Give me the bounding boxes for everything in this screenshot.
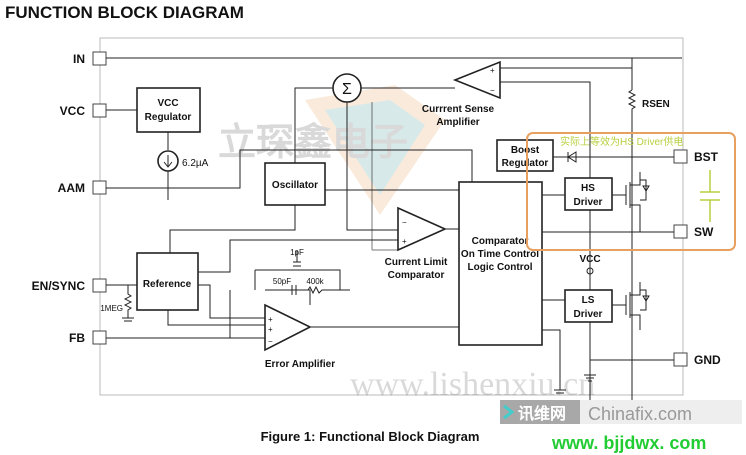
watermark-cn: 立琛鑫电子	[218, 122, 408, 164]
svg-text:Σ: Σ	[342, 81, 352, 98]
site-watermark: 讯维网 Chinafix.com www. bjjdwx. com	[500, 400, 742, 453]
svg-text:Currrent Sense: Currrent Sense	[422, 104, 495, 115]
svg-text:实际上等效为HS Driver供电: 实际上等效为HS Driver供电	[560, 135, 683, 148]
current-limit-comparator: − + Current Limit Comparator	[385, 206, 448, 281]
oscillator-block: Oscillator	[264, 162, 326, 206]
rsen-resistor: RSEN	[627, 89, 670, 112]
svg-text:Driver: Driver	[574, 309, 603, 320]
site-url: www. bjjdwx. com	[551, 433, 706, 453]
summing-node: Σ	[332, 73, 362, 103]
svg-text:400k: 400k	[306, 277, 324, 286]
svg-text:+: +	[402, 237, 407, 246]
svg-text:Oscillator: Oscillator	[272, 180, 318, 191]
resistor-1meg: 1MEG	[100, 285, 134, 322]
svg-text:+: +	[268, 325, 273, 334]
comparator-logic-block: Comparator On Time Control Logic Control	[458, 181, 543, 346]
watermark-url: www.lishenxiu.cn	[350, 366, 595, 403]
pin-en-sync: EN/SYNC	[32, 278, 107, 293]
svg-text:HS: HS	[581, 183, 595, 194]
vcc-regulator-block: VCC Regulator	[136, 87, 201, 133]
svg-text:Amplifier: Amplifier	[436, 117, 479, 128]
reference-block: Reference	[136, 252, 199, 311]
svg-text:Boost: Boost	[511, 145, 540, 156]
svg-text:+: +	[268, 315, 273, 324]
boost-regulator-block: Boost Regulator	[496, 139, 577, 172]
hs-mosfet	[625, 172, 650, 232]
ground-symbols	[554, 374, 596, 394]
pin-in: IN	[73, 51, 107, 66]
svg-text:−: −	[490, 86, 495, 95]
diode-icon	[567, 151, 577, 163]
pin-sw: SW	[673, 224, 714, 239]
error-amplifier: ++ − Error Amplifier	[264, 303, 335, 370]
svg-text:1pF: 1pF	[290, 248, 304, 257]
svg-text:On Time Control: On Time Control	[461, 249, 539, 260]
hs-driver-block: HS Driver	[564, 177, 613, 211]
svg-text:VCC: VCC	[60, 104, 86, 118]
ls-mosfet	[625, 282, 650, 330]
svg-text:−: −	[268, 337, 273, 346]
ls-driver-block: LS Driver	[564, 289, 613, 323]
svg-text:+: +	[490, 66, 495, 75]
svg-text:GND: GND	[694, 353, 721, 367]
svg-text:RSEN: RSEN	[642, 99, 670, 110]
pin-fb: FB	[69, 330, 107, 345]
pin-bst: BST	[673, 149, 719, 164]
svg-text:1MEG: 1MEG	[100, 304, 123, 313]
svg-text:IN: IN	[73, 52, 85, 66]
svg-text:EN/SYNC: EN/SYNC	[32, 279, 86, 293]
svg-text:Driver: Driver	[574, 197, 603, 208]
svg-text:Logic Control: Logic Control	[468, 262, 533, 273]
svg-text:AAM: AAM	[58, 181, 85, 195]
svg-text:VCC: VCC	[579, 254, 600, 265]
svg-text:Comparator: Comparator	[472, 236, 529, 247]
chip-outline	[99, 37, 684, 396]
svg-text:Comparator: Comparator	[388, 270, 445, 281]
svg-text:6.2µA: 6.2µA	[182, 158, 209, 169]
svg-text:Reference: Reference	[143, 279, 192, 290]
svg-text:FB: FB	[69, 331, 85, 345]
pin-vcc: VCC	[60, 103, 107, 118]
svg-text:−: −	[402, 218, 407, 227]
capacitor-icon	[700, 170, 720, 222]
logo-en: Chinafix.com	[588, 404, 692, 424]
wires	[106, 57, 682, 400]
logo-cn: 讯维网	[518, 404, 566, 423]
pin-aam: AAM	[58, 180, 107, 195]
compensation-network: 1pF 50pF 400k	[254, 248, 341, 295]
svg-text:Regulator: Regulator	[502, 158, 549, 169]
current-source: 6.2µA	[157, 150, 209, 172]
figure-caption: Figure 1: Functional Block Diagram	[261, 429, 480, 444]
svg-text:50pF: 50pF	[273, 277, 291, 286]
svg-text:Current Limit: Current Limit	[385, 257, 448, 268]
diagram-title: FUNCTION BLOCK DIAGRAM	[5, 3, 244, 22]
vcc-node: VCC	[579, 254, 601, 275]
annotation-overlay: 实际上等效为HS Driver供电	[526, 132, 736, 251]
svg-text:Regulator: Regulator	[145, 112, 192, 123]
svg-text:BST: BST	[694, 150, 719, 164]
svg-text:LS: LS	[582, 295, 595, 306]
svg-text:SW: SW	[694, 225, 714, 239]
pin-gnd: GND	[673, 352, 721, 367]
svg-text:Error Amplifier: Error Amplifier	[265, 359, 335, 370]
center-watermark: 立琛鑫电子 www.lishenxiu.cn	[218, 85, 595, 403]
current-sense-amplifier: + − Currrent Sense Amplifier	[422, 60, 501, 128]
svg-text:VCC: VCC	[157, 98, 178, 109]
